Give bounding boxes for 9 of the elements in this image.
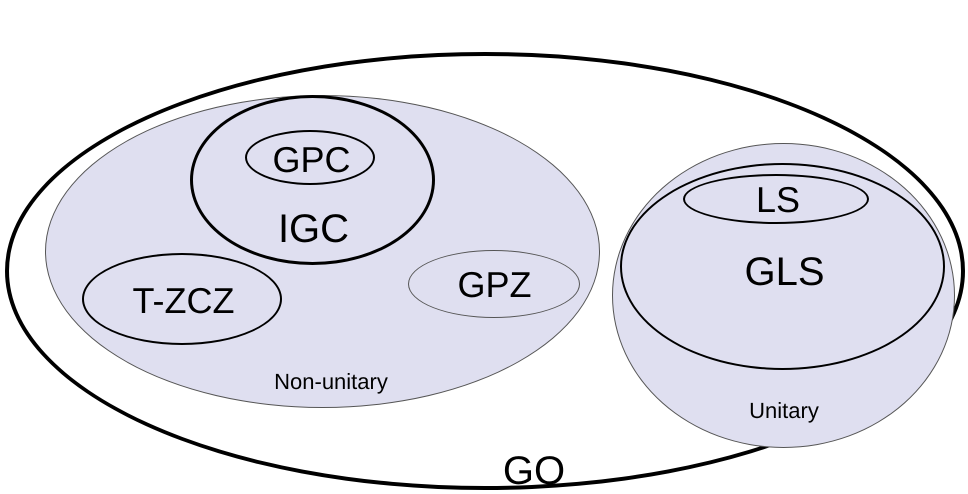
set-label: Non-unitary xyxy=(274,371,388,393)
set-label: T-ZCZ xyxy=(132,282,234,318)
set-label: GLS xyxy=(744,252,825,292)
set-label: GO xyxy=(502,451,566,491)
set-label: GPC xyxy=(272,142,350,178)
set-label: GPZ xyxy=(458,266,532,302)
set-label: LS xyxy=(756,182,800,218)
set-label: Unitary xyxy=(749,400,819,422)
set-label: IGC xyxy=(278,208,350,248)
